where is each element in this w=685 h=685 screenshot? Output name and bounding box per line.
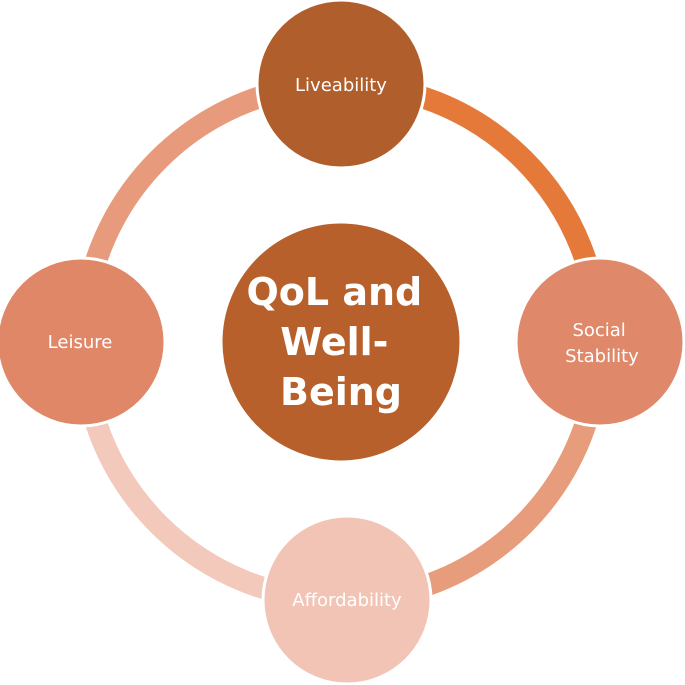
node-affordability: Affordability: [261, 514, 433, 685]
node-liveability: Liveability: [255, 0, 427, 170]
node-social-stability-label-line2: Stability: [565, 346, 639, 367]
node-affordability-label: Affordability: [292, 590, 402, 611]
center-label-line1: QoL and: [247, 270, 423, 314]
node-leisure-label: Leisure: [48, 332, 113, 353]
center-label-line2: Well-: [280, 320, 388, 364]
svg-text:Liveability: Liveability: [295, 75, 387, 96]
node-leisure: Leisure: [0, 256, 167, 428]
node-liveability-label: Liveability: [295, 75, 387, 96]
node-social-stability: Social Stability: [514, 256, 685, 428]
svg-text:Social Stability: Social Stability: [565, 320, 639, 367]
svg-text:QoL and Well- Bein: QoL and Well- Being: [247, 270, 436, 414]
node-social-stability-label-line1: Social: [572, 320, 625, 341]
svg-text:Affordability: Affordability: [292, 590, 402, 611]
center-node: QoL and Well- Being: [219, 220, 463, 464]
svg-text:Leisure: Leisure: [48, 332, 113, 353]
center-label-line3: Being: [280, 370, 402, 414]
